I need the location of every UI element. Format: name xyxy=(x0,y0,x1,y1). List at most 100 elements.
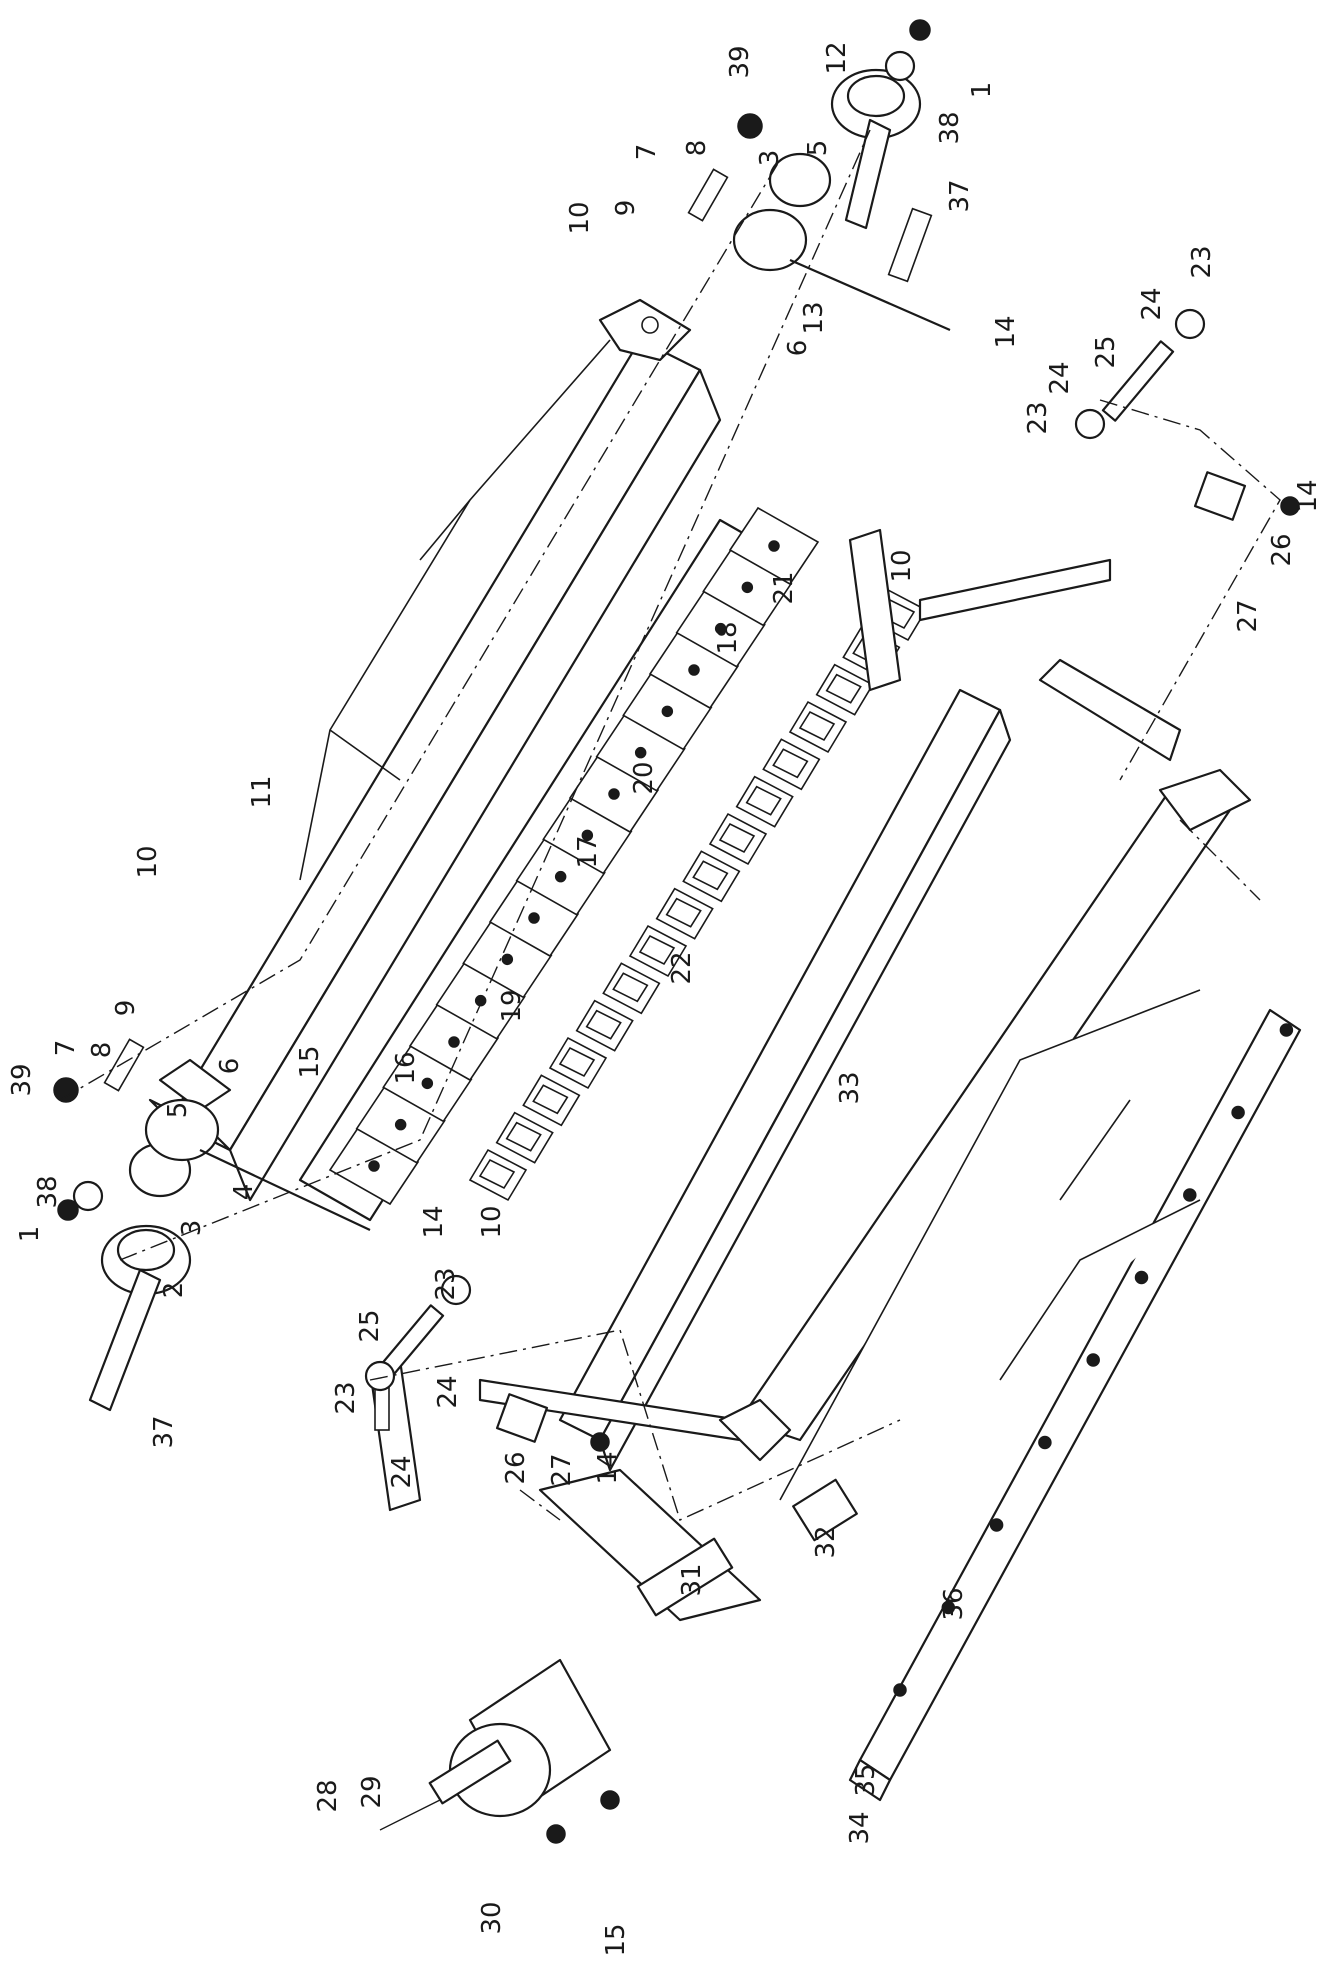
callout-c24b: 24 xyxy=(1045,361,1075,394)
callout-c6b: 6 xyxy=(215,1058,245,1075)
callout-c15b: 15 xyxy=(601,1923,631,1956)
callout-c28: 28 xyxy=(313,1779,343,1812)
callout-c4: 4 xyxy=(229,1184,259,1201)
callout-c36: 36 xyxy=(939,1587,969,1620)
finger-holder xyxy=(762,738,821,791)
callout-c8b: 8 xyxy=(87,1042,117,1059)
callout-c12: 12 xyxy=(822,41,852,74)
callout-c37: 37 xyxy=(945,179,975,212)
base-bolt xyxy=(1038,1435,1052,1450)
callout-c1b: 1 xyxy=(15,1226,45,1243)
callout-c14d: 14 xyxy=(593,1451,623,1484)
callout-c10d: 10 xyxy=(477,1205,507,1238)
callout-c5b: 5 xyxy=(163,1102,193,1119)
base-frame-bolts xyxy=(893,1023,1294,1697)
base-bolt xyxy=(1183,1188,1197,1202)
callout-c17: 17 xyxy=(573,835,603,868)
callout-c39: 39 xyxy=(725,45,755,78)
callout-c29: 29 xyxy=(357,1775,387,1808)
callout-c14b: 14 xyxy=(1293,479,1323,512)
callout-c34: 34 xyxy=(845,1811,875,1844)
callout-c35: 35 xyxy=(851,1763,881,1796)
finger-holder xyxy=(495,1111,554,1164)
callout-c33: 33 xyxy=(835,1071,865,1104)
callout-c21: 21 xyxy=(769,571,799,604)
finger-holder xyxy=(628,924,688,978)
finger-holder xyxy=(468,1148,528,1202)
callout-c24c: 24 xyxy=(433,1375,463,1408)
callout-c20: 20 xyxy=(629,761,659,794)
finger-holder xyxy=(815,663,874,716)
callout-c3: 3 xyxy=(755,150,785,167)
callout-c13: 13 xyxy=(799,301,829,334)
callout-c30: 30 xyxy=(477,1901,507,1934)
base-bolt xyxy=(941,1600,956,1615)
callout-c23: 23 xyxy=(1187,245,1217,278)
base-frame-parts-33-36 xyxy=(718,768,1302,1802)
handle-assembly-right xyxy=(687,19,951,332)
finger-holder xyxy=(788,700,848,754)
callout-c32: 32 xyxy=(811,1525,841,1558)
callout-c27: 27 xyxy=(1233,599,1263,632)
callout-c15: 15 xyxy=(295,1045,325,1078)
finger-holder xyxy=(655,887,714,940)
base-bolt xyxy=(1134,1270,1149,1285)
finger-blade-row-parts-16-18 xyxy=(298,506,820,1222)
upper-beam-part-11 xyxy=(148,298,722,1202)
finger-blade xyxy=(728,506,820,586)
callout-c16: 16 xyxy=(391,1051,421,1084)
callout-c22: 22 xyxy=(667,951,697,984)
callout-c7: 7 xyxy=(632,144,662,161)
callout-c14c: 14 xyxy=(419,1205,449,1238)
callout-c31: 31 xyxy=(677,1563,707,1596)
callout-c11: 11 xyxy=(247,775,277,808)
finger-holder-row-parts-19-21 xyxy=(468,588,928,1202)
callout-c2: 2 xyxy=(159,1282,189,1299)
callout-c6: 6 xyxy=(783,340,813,357)
stop-pin-assembly-right xyxy=(1074,308,1300,521)
callout-c24: 24 xyxy=(1137,287,1167,320)
finger-holder xyxy=(735,775,794,828)
callout-c23d: 23 xyxy=(331,1381,361,1414)
callout-c10c: 10 xyxy=(133,845,163,878)
callout-c3b: 3 xyxy=(177,1220,207,1237)
finger-holder xyxy=(708,812,768,866)
finger-holder xyxy=(522,1074,581,1127)
callout-c8: 8 xyxy=(682,140,712,157)
assembly-center-lines xyxy=(59,129,1281,1521)
callout-c37b: 37 xyxy=(149,1415,179,1448)
handle-assembly-left xyxy=(53,1038,371,1412)
base-bolt xyxy=(1279,1023,1294,1037)
finger-holder xyxy=(682,850,741,903)
callout-c39b: 39 xyxy=(7,1063,37,1096)
callout-c25: 25 xyxy=(1091,335,1121,368)
callout-c1: 1 xyxy=(967,82,997,99)
callout-c5: 5 xyxy=(803,140,833,157)
callout-c24d: 24 xyxy=(387,1455,417,1488)
base-bolt xyxy=(1086,1353,1100,1367)
callout-c9: 9 xyxy=(611,200,641,217)
callout-c9b: 9 xyxy=(111,1000,141,1017)
finger-holder xyxy=(575,999,634,1052)
gearbox-part-30 xyxy=(379,1478,858,1844)
callout-c18: 18 xyxy=(713,621,743,654)
finger-holder xyxy=(548,1036,608,1090)
callout-c19: 19 xyxy=(497,989,527,1022)
callout-c38b: 38 xyxy=(33,1175,63,1208)
callout-c38: 38 xyxy=(935,111,965,144)
callout-c10: 10 xyxy=(565,201,595,234)
base-bolt xyxy=(989,1518,1004,1532)
callout-c27b: 27 xyxy=(547,1453,577,1486)
callout-c10b: 10 xyxy=(887,549,917,582)
bending-beam-part-22 xyxy=(558,688,1012,1472)
callout-c23b: 23 xyxy=(1023,401,1053,434)
base-bolt xyxy=(893,1683,907,1697)
side-stand-right xyxy=(848,528,1182,762)
callout-c26: 26 xyxy=(1267,533,1297,566)
stop-pin-assembly-left xyxy=(364,1274,610,1452)
callout-c14: 14 xyxy=(991,315,1021,348)
callout-c25b: 25 xyxy=(355,1309,385,1342)
finger-holder xyxy=(602,962,661,1015)
